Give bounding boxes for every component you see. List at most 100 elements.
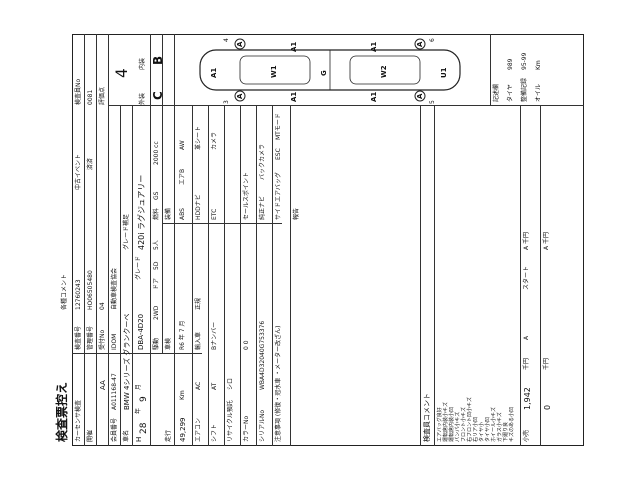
rec-site-label: IDOM [111, 333, 118, 350]
bottom-block-label: 記述欄 [493, 83, 500, 102]
drive-value: 2WD [153, 305, 160, 320]
status-value: 済済 [87, 157, 94, 170]
equip-camera: カメラ [211, 131, 218, 150]
site-label: 検査番号 [75, 325, 82, 350]
shift-label: シフト [211, 423, 218, 442]
inspection-sheet: 検査票控え 各種コメント カーセンサ検査 検査番号 12760243 中古イベン… [50, 30, 590, 450]
door-value: 5D [153, 261, 160, 270]
bottom-label-2: A 千円 [543, 231, 550, 250]
exam-value: 0081 [87, 89, 94, 105]
color-value: シロ [227, 377, 234, 390]
comment-label: 各種コメント [61, 273, 68, 310]
damage-mark: U1 [440, 67, 448, 78]
shift-value: AT [211, 382, 218, 390]
grade-name-label: グレード補足 [123, 213, 130, 250]
equip-nav: HDDナビ [195, 194, 202, 220]
month-unit: 月 [135, 383, 142, 390]
damage-mark: A1 [370, 91, 378, 102]
price-unit: 千円 [523, 357, 530, 370]
tire-mark: A [236, 93, 244, 99]
damage-mark: A1 [290, 91, 298, 102]
mileage-label: 走行 [165, 429, 172, 442]
start-label: スタート [523, 265, 530, 290]
equip-leather: 革シート [195, 125, 202, 150]
sales-item-2: バックカメラ [259, 143, 266, 180]
evaluation-score: 4 [112, 68, 131, 78]
damage-mark: W2 [380, 65, 388, 78]
door-label: ドア [153, 277, 160, 290]
interior-grade: B [151, 55, 165, 65]
damage-mark: A1 [210, 67, 218, 78]
price-value: 1,942 [523, 387, 532, 410]
colorcode-value: 0 0 [243, 340, 250, 350]
tire-value: 989 [507, 58, 514, 70]
exterior-grade: C [151, 91, 165, 100]
site-note: 自動車検査協会 [111, 267, 118, 310]
tire-number: 5 [429, 100, 436, 104]
mileage-value: 49,299 [179, 417, 187, 443]
report-label: 報告 [293, 207, 300, 220]
grade-label: グレード [135, 255, 142, 280]
cc-value: 2000 cc [153, 141, 160, 165]
lot-label: 開催 [87, 429, 94, 442]
car-label: 車名 [123, 429, 130, 442]
notice-text: 注意事項 (修復・冠水車 ・メーター改ざん) [275, 325, 282, 443]
mgmt-label: 管理番号 [87, 325, 94, 350]
auction-name: カーセンサ検査 [75, 399, 82, 442]
evaluation-label: 評価点 [99, 86, 106, 105]
tire-mark: A [236, 41, 244, 47]
small-label: 小売 [523, 429, 530, 442]
tire-label: タイヤ [507, 84, 514, 102]
sales-item-5: MTモード [275, 113, 282, 140]
recycle-label: リサイクル預託 [227, 400, 234, 442]
inspect-value: R6 年 7 月 [179, 320, 186, 350]
year-range: 95-99 [521, 52, 528, 70]
exam-label: 検査員No [75, 78, 82, 105]
import-value: 正規 [195, 297, 202, 310]
oil-label: オイル [535, 83, 542, 102]
exterior-label: 外装 [139, 92, 146, 105]
comment-item: キズのある小凹 [509, 406, 515, 442]
sheet-title: 検査票控え [55, 381, 69, 442]
fuel-value: GS [153, 191, 160, 200]
month-value: 9 [139, 396, 149, 402]
sales-item-1: 純正ナビ [259, 195, 266, 220]
tire-mark: A [416, 93, 424, 99]
cert-label: 整備記録 [521, 77, 528, 102]
interior-label: 内装 [139, 57, 146, 70]
tire-number: 6 [429, 38, 436, 42]
import-label: 輸入車 [195, 331, 202, 350]
mileage-unit: Km [179, 390, 186, 400]
damage-mark: A1 [370, 41, 378, 52]
sales-label: セールスポイント [243, 171, 250, 220]
equip-abs: ABS [179, 208, 186, 220]
grade-value: 420i ラグジュアリー [137, 174, 146, 250]
equipment-label: 装備 [165, 207, 172, 220]
inspection-number: 12760243 [75, 279, 82, 310]
color-label: カラーNo [243, 415, 250, 442]
seat-value: 5人 [153, 240, 160, 250]
tire-mark: A [416, 41, 424, 47]
receipt-label: 受付No [99, 329, 106, 350]
inspect-label: 車検 [165, 337, 172, 350]
vin-label: シリアルNo [259, 409, 266, 442]
year-unit: 年 [135, 407, 142, 414]
km-label: Km [535, 60, 542, 70]
plate-label: Bナンバー [211, 321, 218, 350]
damage-mark: W1 [270, 65, 278, 78]
year-value: 28 [139, 422, 149, 434]
car-outline-svg [199, 38, 461, 102]
price-unit-2: 千円 [543, 357, 550, 370]
body-damage-diagram: A1 W1 G W2 U1 A1 A1 A1 A1 A A A A 3 4 5 … [180, 36, 480, 104]
fuel-label: 燃料 [153, 207, 160, 220]
event-label: 中古イベント [75, 153, 82, 190]
mgmt-value: HO06505480 [87, 270, 94, 310]
damage-mark: G [320, 70, 328, 76]
year-era: H [135, 436, 143, 442]
sales-item-4: ESC [275, 148, 282, 160]
damage-mark: A1 [290, 41, 298, 52]
drive-label: 駆動 [153, 337, 160, 350]
receipt-value: 04 [99, 302, 106, 310]
aircon-value: AC [195, 381, 202, 390]
sales-item-3: サイドエアバッグ [275, 172, 282, 220]
